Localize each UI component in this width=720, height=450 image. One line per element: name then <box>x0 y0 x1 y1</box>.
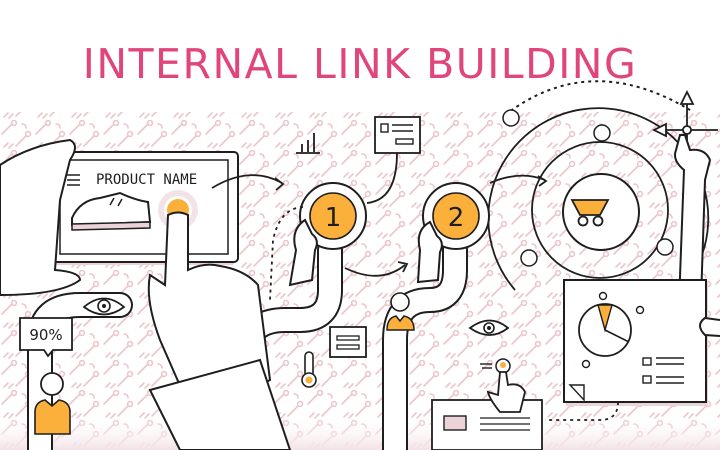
step-1-dial[interactable]: 1 <box>299 182 367 250</box>
step-2-dial[interactable]: 2 <box>422 182 490 250</box>
step-number: 1 <box>325 203 342 233</box>
move-arrows-icon <box>651 89 718 145</box>
user-avatar-icon <box>34 372 71 435</box>
list-card-icon <box>329 326 367 358</box>
sneaker-icon <box>71 191 152 231</box>
stat-bubble: 90% <box>19 317 73 358</box>
hamburger-menu-icon[interactable] <box>67 174 80 186</box>
user-avatar-icon <box>386 292 415 331</box>
stat-value: 90% <box>29 326 62 344</box>
page-title: INTERNAL LINK BUILDING <box>82 40 638 88</box>
shopping-cart-icon <box>570 199 610 227</box>
eye-icon <box>468 319 510 336</box>
document-card-icon <box>366 116 421 204</box>
article-card <box>431 399 543 450</box>
pie-chart-report-icon <box>563 279 708 406</box>
pointing-hand <box>147 211 292 450</box>
step-number: 2 <box>448 203 465 233</box>
phone-screen: PRODUCT NAME <box>45 151 239 265</box>
thermometer-icon <box>301 351 317 388</box>
eye-icon <box>82 297 126 316</box>
bar-chart-icon <box>296 133 320 154</box>
product-name-label: PRODUCT NAME <box>96 172 197 188</box>
